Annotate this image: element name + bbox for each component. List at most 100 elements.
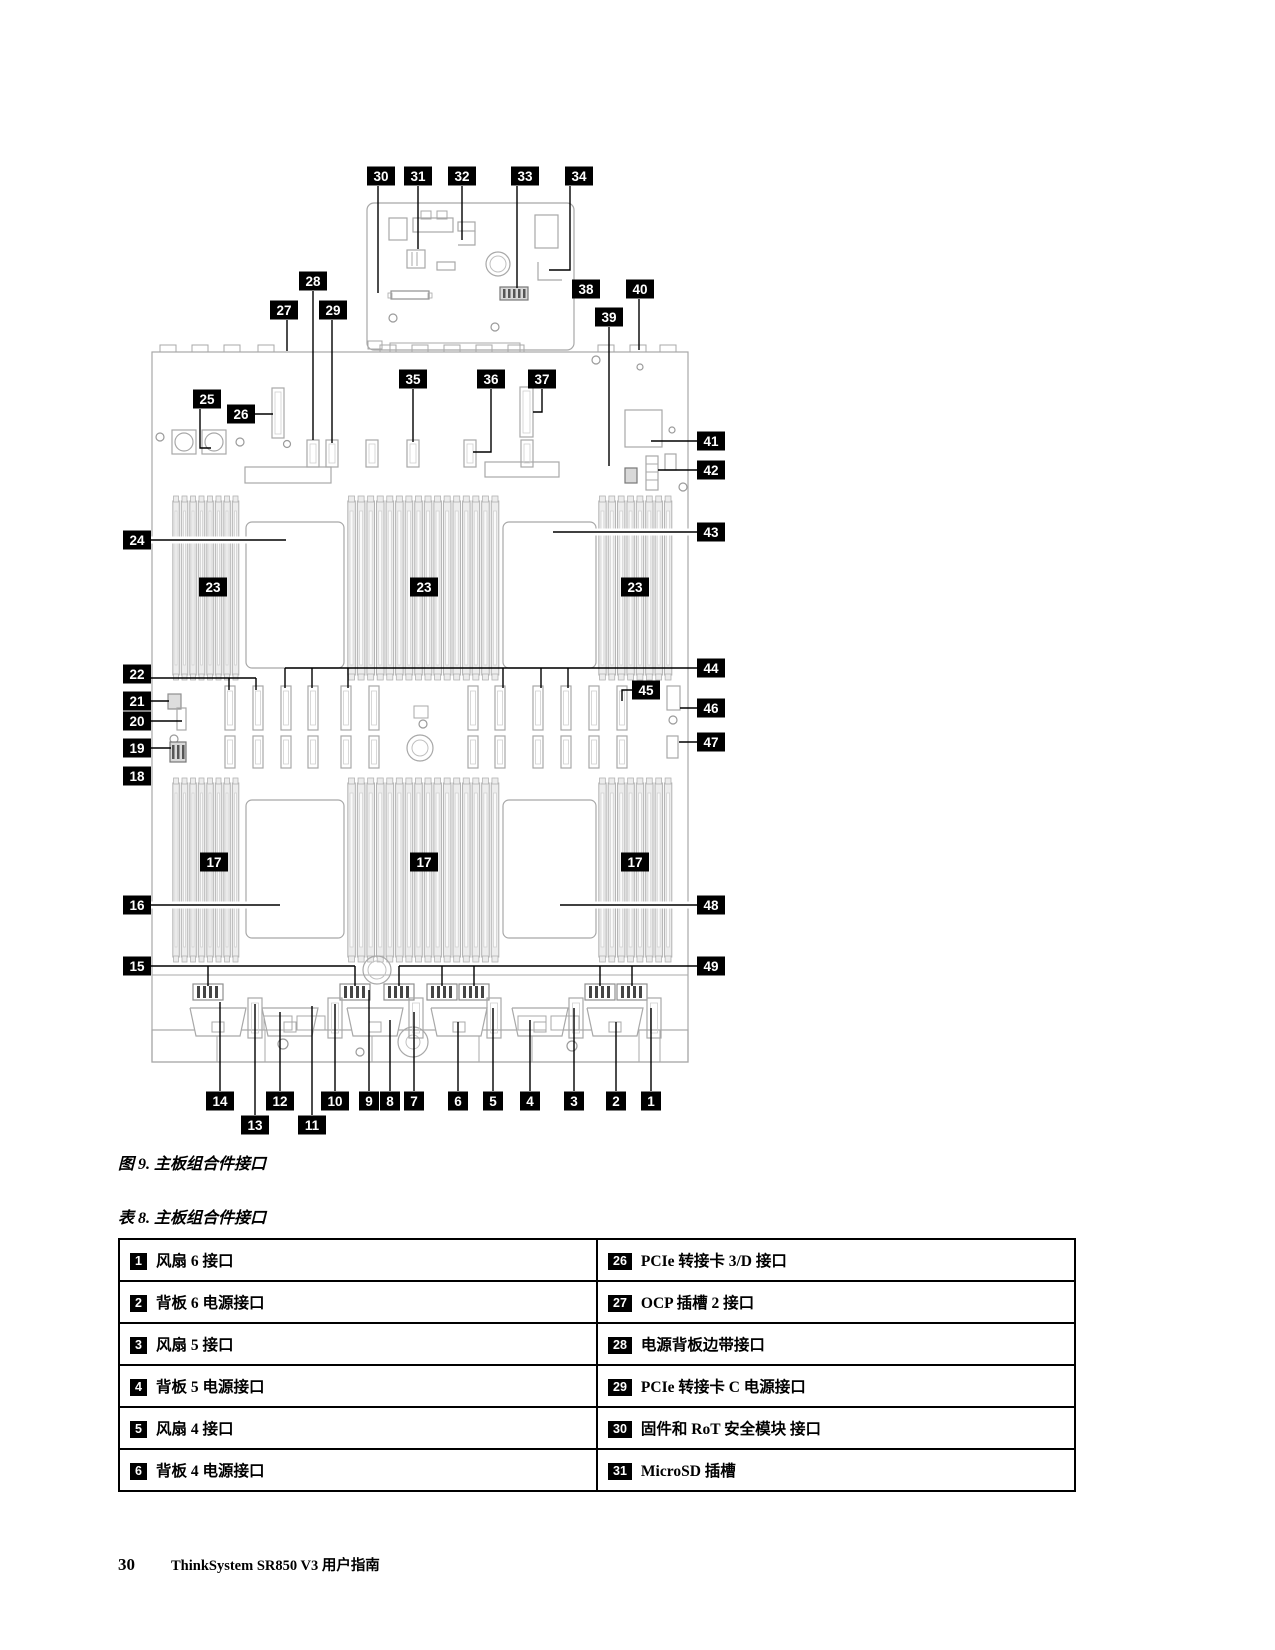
svg-text:45: 45 [638,683,654,698]
svg-text:41: 41 [703,434,719,449]
callout-47: 47 [697,732,725,752]
callout-badge: 26 [608,1253,632,1270]
callout-8: 8 [380,1091,400,1111]
svg-text:8: 8 [386,1094,394,1109]
doc-title: ThinkSystem SR850 V3 用户指南 [171,1558,380,1574]
callout-3: 3 [564,1091,584,1111]
svg-text:14: 14 [212,1094,228,1109]
svg-text:34: 34 [571,169,587,184]
svg-text:26: 26 [233,407,249,422]
callout-30: 30 [367,166,395,186]
callout-45: 45 [632,680,660,700]
svg-text:17: 17 [627,855,642,870]
svg-text:29: 29 [325,303,340,318]
svg-text:44: 44 [703,661,719,676]
figure-caption: 图 9. 主板组合件接口 [118,1156,267,1173]
svg-text:23: 23 [416,580,432,595]
svg-text:10: 10 [327,1094,342,1109]
svg-text:27: 27 [276,303,291,318]
svg-text:17: 17 [206,855,221,870]
callout-36: 36 [477,369,505,389]
callout-15: 15 [123,956,151,976]
svg-text:17: 17 [416,855,431,870]
connector-label: 背板 6 电源接口 [155,1295,265,1312]
svg-text:35: 35 [405,372,421,387]
svg-text:28: 28 [305,274,321,289]
svg-text:15: 15 [129,959,145,974]
callout-34: 34 [565,166,593,186]
fan-connector-strip [151,955,689,1063]
callout-38: 38 [572,279,600,299]
svg-text:6: 6 [454,1094,462,1109]
svg-text:22: 22 [129,667,144,682]
callout-5: 5 [483,1091,503,1111]
svg-text:20: 20 [129,714,144,729]
svg-text:38: 38 [578,282,594,297]
callout-16: 16 [123,895,151,915]
svg-text:11: 11 [305,1118,320,1133]
callout-22: 22 [123,664,151,684]
callout-20: 20 [123,711,151,731]
callout-7: 7 [404,1091,424,1111]
leader-lines [151,186,697,1115]
callout-23: 23 [410,577,438,597]
callout-26: 26 [227,404,255,424]
svg-text:7: 7 [410,1094,418,1109]
svg-text:24: 24 [129,533,145,548]
callout-4: 4 [520,1091,540,1111]
callout-badge: 2 [130,1295,147,1312]
callout-28: 28 [299,271,327,291]
svg-text:21: 21 [129,694,145,709]
callout-48: 48 [697,895,725,915]
callout-44: 44 [697,658,725,678]
callout-25: 25 [193,389,221,409]
connector-label: 背板 4 电源接口 [155,1463,265,1480]
callout-23: 23 [199,577,227,597]
callout-17: 17 [410,852,438,872]
callout-17: 17 [200,852,228,872]
svg-text:2: 2 [612,1094,620,1109]
callout-badge: 30 [608,1421,632,1438]
page-number: 30 [118,1555,135,1574]
callout-37: 37 [528,369,556,389]
callout-11: 11 [298,1115,326,1135]
svg-text:13: 13 [247,1118,263,1133]
callout-46: 46 [697,698,725,718]
callout-32: 32 [448,166,476,186]
callout-badge: 1 [130,1253,147,1270]
callout-badge: 5 [130,1421,147,1438]
callout-6: 6 [448,1091,468,1111]
callout-23: 23 [621,577,649,597]
callout-10: 10 [321,1091,349,1111]
svg-text:18: 18 [129,769,145,784]
svg-text:12: 12 [272,1094,287,1109]
callout-badge: 4 [130,1379,147,1396]
callout-14: 14 [206,1091,234,1111]
svg-text:40: 40 [632,282,647,297]
connector-label: 电源背板边带接口 [640,1337,765,1354]
table-cell: 2 背板 6 电源接口 [118,1280,598,1324]
svg-text:30: 30 [373,169,388,184]
callout-43: 43 [697,522,725,542]
connector-label: 风扇 6 接口 [155,1253,234,1270]
svg-text:33: 33 [517,169,533,184]
callout-19: 19 [123,738,151,758]
svg-text:49: 49 [703,959,718,974]
svg-text:16: 16 [129,898,145,913]
callout-17: 17 [621,852,649,872]
callout-13: 13 [241,1115,269,1135]
callout-29: 29 [319,300,347,320]
svg-text:39: 39 [601,310,616,325]
svg-text:36: 36 [483,372,499,387]
